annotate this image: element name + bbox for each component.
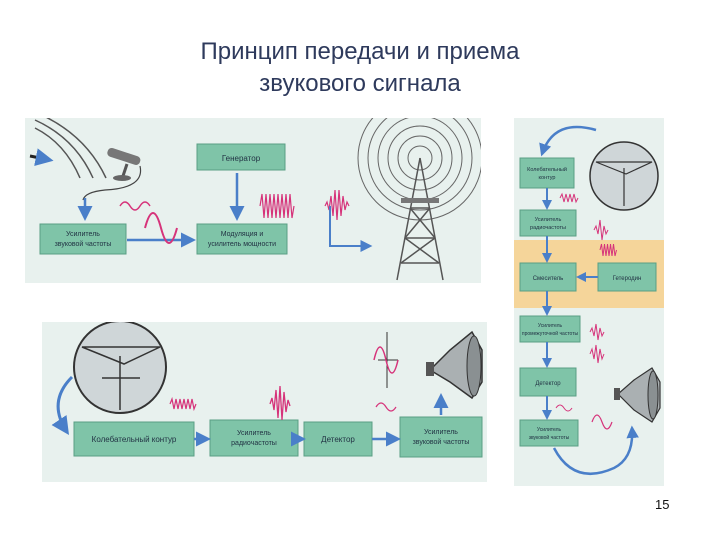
transmitter-diagram: Генератор Усилитель звуковой частоты Мод… [25, 118, 481, 283]
sh-signal-audio [591, 414, 613, 430]
radio-amp-label-1: Усилитель [237, 430, 271, 437]
sound-waves-icon [34, 118, 107, 179]
generator-box [196, 143, 286, 171]
audio-amp-box [39, 223, 127, 255]
sh-signal-if-2 [589, 344, 605, 364]
sh-audio-amp-label-1: Усилитель [537, 427, 562, 433]
detector-label: Детектор [321, 435, 355, 444]
receiver-audio-amp-label-2: звуковой частоты [413, 438, 470, 446]
loudspeaker-icon [614, 367, 661, 423]
receiver-audio-amp-box [399, 416, 483, 458]
audio-signal-small [119, 201, 151, 211]
sh-detector-label: Детектор [535, 381, 561, 387]
loudspeaker-icon [426, 330, 483, 400]
slide-title: Принцип передачи и приема звукового сигн… [0, 36, 720, 100]
audio-output-signal [375, 402, 397, 412]
sh-if-amp-box [519, 315, 581, 343]
sh-audio-amp-box [519, 419, 579, 447]
sh-signal-if [589, 323, 605, 341]
carrier-signal [259, 193, 295, 219]
antenna-tower-icon [396, 157, 444, 281]
sh-radio-amp-box [519, 209, 577, 237]
dish-antenna-icon [73, 322, 167, 414]
detected-signal [373, 346, 399, 374]
radio-amp-label-2: радиочастоты [231, 440, 277, 447]
title-line-2: звукового сигнала [259, 70, 461, 97]
arrow-dish-to-circuit [539, 125, 597, 157]
sh-heterodyne-label: Гетеродин [613, 276, 642, 282]
microphone-icon [82, 147, 142, 201]
receiver-diagram: Колебательный контур Усилитель радиочаст… [42, 322, 487, 482]
title-line-1: Принцип передачи и приема [200, 38, 520, 65]
modulator-label-1: Модуляция и [221, 231, 264, 238]
sh-signal-heterodyne [599, 243, 617, 257]
sh-circuit-label-2: контур [539, 175, 556, 181]
sh-audio-amp-label-2: звуковой частоты [529, 434, 570, 441]
radio-amp-box [209, 419, 299, 457]
audio-signal [144, 212, 178, 244]
audio-amp-label-1: Усилитель [66, 231, 100, 238]
sound-arrow [29, 148, 54, 167]
sh-heterodyne-box [597, 262, 657, 292]
sh-signal-detected [555, 404, 573, 412]
receiver-audio-amp-label-1: Усилитель [424, 429, 458, 436]
oscillating-circuit-box [73, 421, 195, 457]
arrow-to-antenna [329, 206, 373, 252]
received-signal [169, 396, 197, 412]
sh-radio-amp-label-1: Усилитель [535, 217, 562, 223]
sh-radio-amp-label-2: радиочастоты [530, 225, 566, 231]
sh-if-amp-label-2: промежуточной частоты [522, 330, 579, 337]
dish-antenna-icon [589, 141, 659, 211]
sh-circuit-label-1: Колебательный [527, 166, 567, 173]
sh-mixer-label: Смеситель [533, 276, 564, 282]
sh-circuit-box [519, 157, 575, 189]
sh-signal-2 [593, 219, 609, 241]
sh-signal-1 [559, 192, 579, 204]
modulator-label-2: усилитель мощности [208, 241, 276, 248]
arrow-dish-to-circuit [51, 375, 74, 435]
generator-label: Генератор [222, 154, 261, 163]
superhet-diagram: Колебательный контур Усилитель радиочаст… [514, 118, 664, 486]
page-number: 15 [655, 497, 670, 512]
sh-if-amp-label-1: Усилитель [538, 323, 563, 329]
amplified-signal [269, 385, 291, 421]
oscillating-circuit-label: Колебательный контур [92, 435, 177, 444]
modulator-box [196, 223, 288, 255]
sh-arrow-to-speaker [552, 425, 639, 476]
audio-amp-label-2: звуковой частоты [55, 240, 112, 248]
